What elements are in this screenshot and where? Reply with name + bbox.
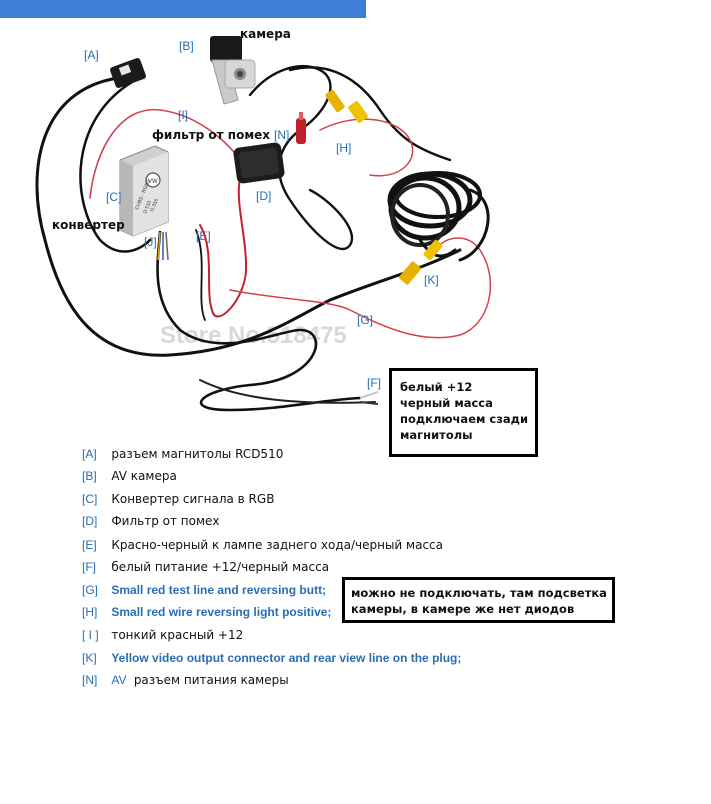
- legend-row-n: [N] AV разъем питания камеры: [82, 671, 289, 689]
- converter-c: VW CVBS - RGBS O 510 O 315: [119, 145, 169, 237]
- legend-text: разъем магнитолы RCD510: [111, 447, 284, 461]
- wire-red-h: [319, 118, 414, 177]
- tag-b: [B]: [179, 39, 194, 53]
- note-optional-box: можно не подключать, там подсветка камер…: [342, 577, 615, 623]
- cable-a-second: [79, 80, 152, 253]
- tag-c: [C]: [106, 190, 121, 204]
- legend-tag: [K]: [82, 651, 97, 665]
- note-optional-line-1: можно не подключать, там подсветка: [351, 586, 607, 600]
- tag-h: [H]: [336, 141, 351, 155]
- note-power-line-4: магнитолы: [400, 428, 473, 443]
- tag-g: [G]: [357, 313, 373, 327]
- tag-k: [K]: [424, 273, 439, 287]
- legend-row-e: [E] Красно-черный к лампе заднего хода/ч…: [82, 536, 443, 554]
- note-power-line-3: подключаем сзади: [400, 412, 529, 427]
- rca-yellow-top: [325, 89, 368, 123]
- legend-text: разъем питания камеры: [133, 673, 289, 687]
- camera-b: [210, 36, 256, 105]
- svg-text:VW: VW: [148, 179, 158, 185]
- legend-row-a: [A] разъем магнитолы RCD510: [82, 445, 283, 463]
- tag-f: [F]: [367, 376, 381, 390]
- device-opt-1: O 510: [142, 200, 153, 215]
- legend-text: белый питание +12/черный масса: [111, 560, 330, 574]
- legend-text: AV камера: [111, 469, 177, 483]
- legend-prefix: AV: [111, 673, 127, 687]
- legend-row-h: [H] Small red wire reversing light posit…: [82, 603, 331, 621]
- legend-row-g: [G] Small red test line and reversing bu…: [82, 581, 326, 599]
- legend-row-i: [ I ] тонкий красный +12: [82, 626, 243, 644]
- legend-row-c: [C] Конвертер сигнала в RGB: [82, 490, 274, 508]
- power-plug-n: [296, 112, 306, 144]
- legend-tag: [E]: [82, 538, 97, 552]
- legend-text: Красно-черный к лампе заднего хода/черны…: [111, 538, 443, 552]
- tag-n: [N]: [274, 128, 289, 142]
- note-power-line-2: черный масса: [400, 396, 493, 411]
- note-power-line-1: белый +12: [400, 380, 473, 394]
- legend-row-k: [K] Yellow video output connector and re…: [82, 649, 461, 667]
- cable-coil-4: [390, 183, 450, 247]
- caption-converter: конвертер: [52, 218, 125, 232]
- tag-a: [A]: [84, 48, 99, 62]
- note-power-box: белый +12 черный масса подключаем сзади …: [389, 368, 538, 457]
- legend-tag: [A]: [82, 447, 97, 461]
- header-bar: [0, 0, 366, 18]
- wire-e-red: [199, 179, 248, 318]
- filter-d: [233, 142, 285, 184]
- cable-camera-2: [288, 66, 452, 162]
- cable-f: [199, 379, 376, 404]
- device-opt-2: O 315: [149, 198, 160, 213]
- cable-converter-j: [156, 230, 362, 412]
- legend-tag: [G]: [82, 583, 99, 597]
- tag-j: [J]: [144, 235, 157, 249]
- legend-tag: [H]: [82, 605, 98, 619]
- tag-i: [I]: [178, 108, 188, 122]
- j-wire-bundle: [157, 231, 169, 261]
- wire-e-black: [195, 229, 206, 321]
- cable-k: [418, 238, 457, 258]
- legend-tag: [B]: [82, 469, 97, 483]
- legend-text: Фильтр от помех: [111, 514, 220, 528]
- legend-tag: [N]: [82, 673, 98, 687]
- f-wire-end: [359, 391, 379, 405]
- legend-row-d: [D] Фильтр от помех: [82, 512, 220, 530]
- note-optional-line-2: камеры, в камере же нет диодов: [351, 602, 575, 617]
- legend-text: Small red test line and reversing butt;: [111, 583, 327, 597]
- cable-right: [458, 188, 490, 262]
- tag-e: [E]: [196, 229, 211, 243]
- cable-a-main: [35, 76, 462, 357]
- wire-red-i: [89, 108, 241, 199]
- caption-filter: фильтр от помех: [152, 128, 270, 142]
- legend-tag: [C]: [82, 492, 98, 506]
- legend-row-b: [B] AV камера: [82, 467, 177, 485]
- caption-camera: камера: [240, 27, 291, 41]
- legend-tag: [D]: [82, 514, 98, 528]
- legend-tag: [ I ]: [82, 628, 99, 642]
- legend-text: Yellow video output connector and rear v…: [111, 651, 462, 665]
- legend-text: тонкий красный +12: [111, 628, 244, 642]
- legend-tag: [F]: [82, 560, 96, 574]
- rca-yellow-k: [399, 239, 443, 285]
- legend-text: Конвертер сигнала в RGB: [111, 492, 275, 506]
- connector-a: [110, 58, 146, 88]
- legend-row-f: [F] белый питание +12/черный масса: [82, 558, 329, 576]
- legend-text: Small red wire reversing light positive;: [111, 605, 332, 619]
- tag-d: [D]: [256, 189, 271, 203]
